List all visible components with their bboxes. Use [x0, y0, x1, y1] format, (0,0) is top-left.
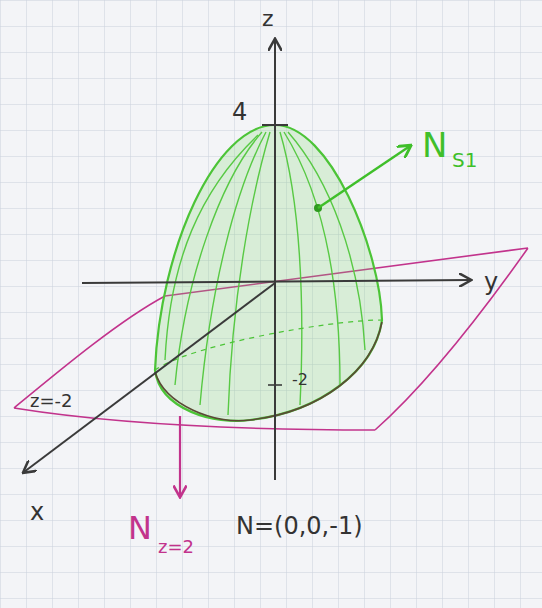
subscript-label: z=2 [158, 538, 194, 556]
tick-mark [262, 124, 288, 126]
y-axis [82, 280, 470, 283]
hatch-line [165, 135, 258, 360]
plane-label: z=-2 [30, 392, 72, 410]
z-axis [274, 40, 276, 480]
subscript-label: S1 [452, 150, 477, 170]
vector-label: N [422, 128, 447, 162]
normal-vector [179, 416, 181, 496]
vector-label: N [128, 512, 152, 544]
x-axis [24, 283, 275, 472]
base-rim [155, 322, 382, 421]
back-rim [155, 320, 382, 370]
hatch-line [288, 132, 365, 350]
hatch-line [284, 132, 340, 385]
value-label: 4 [232, 100, 247, 124]
hatch-line [280, 132, 302, 405]
paraboloid-surface [155, 125, 382, 421]
normal-vector [318, 146, 410, 208]
axis-label: y [484, 270, 498, 294]
axis-label: z [262, 8, 274, 30]
hatch-line [228, 132, 270, 415]
axis-label: x [30, 500, 44, 524]
surface-hatching [165, 132, 365, 415]
value-label: -2 [292, 372, 308, 388]
vector-value: N=(0,0,-1) [236, 514, 363, 538]
tick-mark [268, 384, 282, 386]
hatch-line [200, 132, 266, 405]
